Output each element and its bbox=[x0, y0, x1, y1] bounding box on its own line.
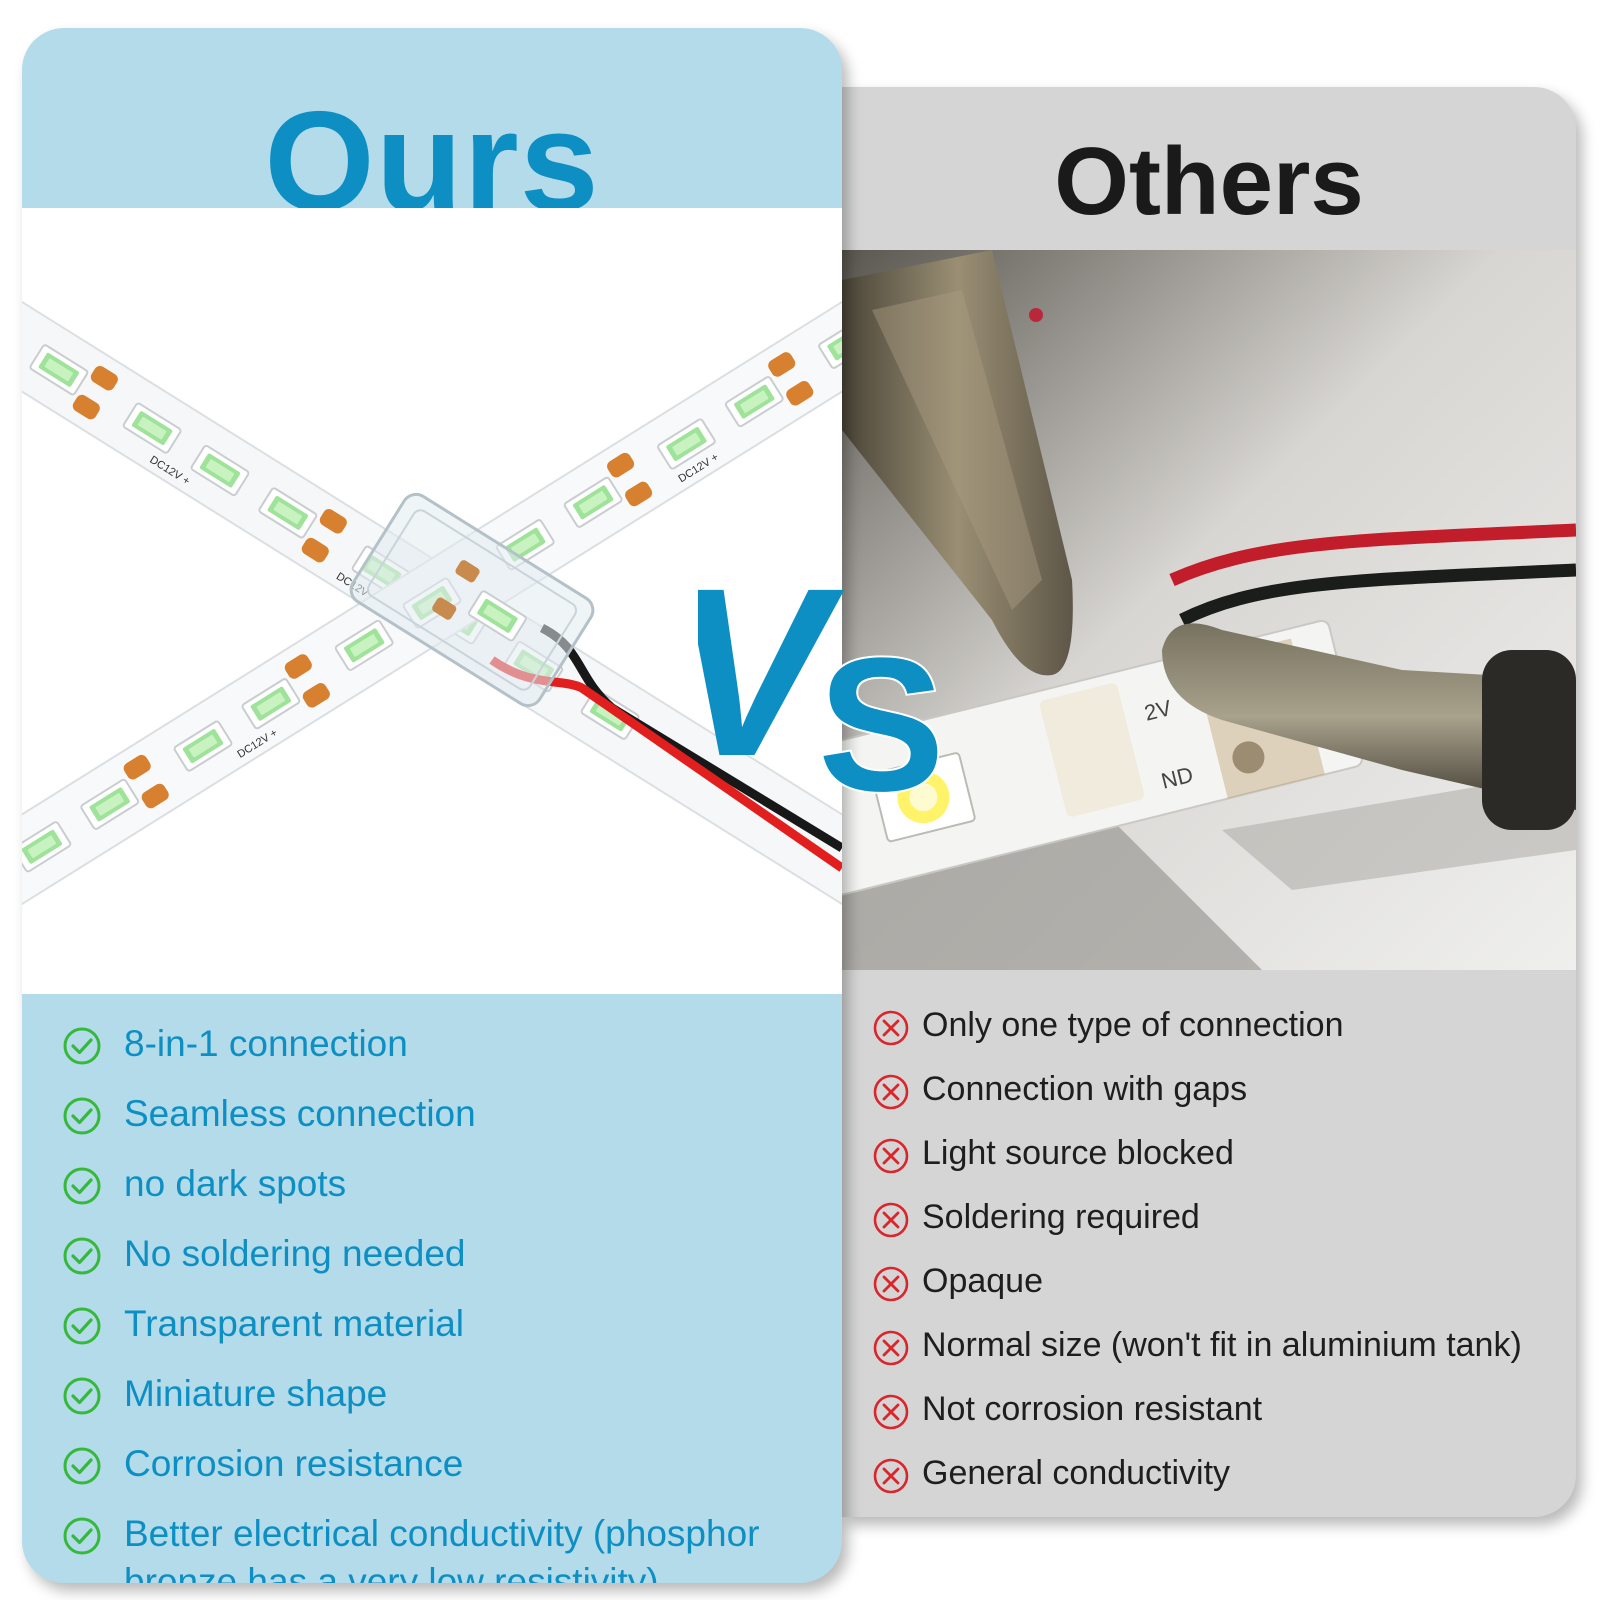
check-circle-icon bbox=[63, 1097, 101, 1135]
feature-text: no dark spots bbox=[124, 1163, 347, 1204]
x-circle-icon bbox=[873, 1074, 909, 1110]
list-item: Soldering required bbox=[872, 1199, 1572, 1239]
feature-text: Transparent material bbox=[124, 1303, 464, 1344]
feature-text: Corrosion resistance bbox=[124, 1443, 464, 1484]
vs-letter-s: S bbox=[818, 619, 945, 800]
ours-feature-list: 8-in-1 connection Seamless connection no… bbox=[62, 1020, 842, 1583]
feature-text: No soldering needed bbox=[124, 1233, 466, 1274]
soldering-iron-illustration: 2V ND bbox=[842, 250, 1576, 970]
x-circle-icon bbox=[873, 1202, 909, 1238]
list-item: Opaque bbox=[872, 1263, 1572, 1303]
feature-text: Better electrical conductivity (phosphor… bbox=[124, 1513, 760, 1583]
check-circle-icon bbox=[63, 1447, 101, 1485]
feature-text: Seamless connection bbox=[124, 1093, 476, 1134]
drawback-text: Only one type of connection bbox=[922, 1006, 1344, 1044]
list-item: No soldering needed bbox=[62, 1230, 842, 1278]
list-item: Corrosion resistance bbox=[62, 1440, 842, 1488]
list-item: Only one type of connection bbox=[872, 1007, 1572, 1047]
drawback-text: Not corrosion resistant bbox=[922, 1390, 1263, 1428]
list-item: Better electrical conductivity (phosphor… bbox=[62, 1510, 842, 1583]
drawback-text: Normal size (won't fit in aluminium tank… bbox=[922, 1326, 1522, 1364]
x-circle-icon bbox=[873, 1010, 909, 1046]
vs-badge: V S bbox=[698, 555, 947, 800]
drawback-text: Opaque bbox=[922, 1262, 1043, 1300]
others-title: Others bbox=[1054, 128, 1364, 235]
list-item: 8-in-1 connection bbox=[62, 1020, 842, 1068]
others-drawback-list: Only one type of connection Connection w… bbox=[872, 1007, 1572, 1517]
check-circle-icon bbox=[63, 1377, 101, 1415]
drawback-text: Connection with gaps bbox=[922, 1070, 1248, 1108]
check-circle-icon bbox=[63, 1517, 101, 1555]
check-circle-icon bbox=[63, 1167, 101, 1205]
check-circle-icon bbox=[63, 1027, 101, 1065]
list-item: General conductivity bbox=[872, 1455, 1572, 1495]
ours-card: Ours bbox=[22, 28, 842, 1583]
check-circle-icon bbox=[63, 1307, 101, 1345]
x-circle-icon bbox=[873, 1266, 909, 1302]
x-circle-icon bbox=[873, 1458, 909, 1494]
led-strip-connector-illustration: DC12V + DC12V + DC bbox=[22, 272, 842, 934]
list-item: Normal size (won't fit in aluminium tank… bbox=[872, 1327, 1572, 1367]
list-item: Seamless connection bbox=[62, 1090, 842, 1138]
list-item: Miniature shape bbox=[62, 1370, 842, 1418]
list-item: Transparent material bbox=[62, 1300, 842, 1348]
list-item: Connection with gaps bbox=[872, 1071, 1572, 1111]
ours-product-photo: DC12V + DC12V + DC bbox=[22, 208, 842, 994]
list-item: Light source blocked bbox=[872, 1135, 1572, 1175]
feature-text: 8-in-1 connection bbox=[124, 1023, 408, 1064]
x-circle-icon bbox=[873, 1330, 909, 1366]
list-item: no dark spots bbox=[62, 1160, 842, 1208]
others-soldering-photo: 2V ND bbox=[842, 250, 1576, 970]
x-circle-icon bbox=[873, 1138, 909, 1174]
list-item: Not corrosion resistant bbox=[872, 1391, 1572, 1431]
drawback-text: General conductivity bbox=[922, 1454, 1231, 1492]
feature-text: Miniature shape bbox=[124, 1373, 388, 1414]
others-card: Others bbox=[842, 87, 1576, 1517]
drawback-text: Soldering required bbox=[922, 1198, 1200, 1236]
x-circle-icon bbox=[873, 1394, 909, 1430]
check-circle-icon bbox=[63, 1237, 101, 1275]
drawback-text: Light source blocked bbox=[922, 1134, 1234, 1172]
